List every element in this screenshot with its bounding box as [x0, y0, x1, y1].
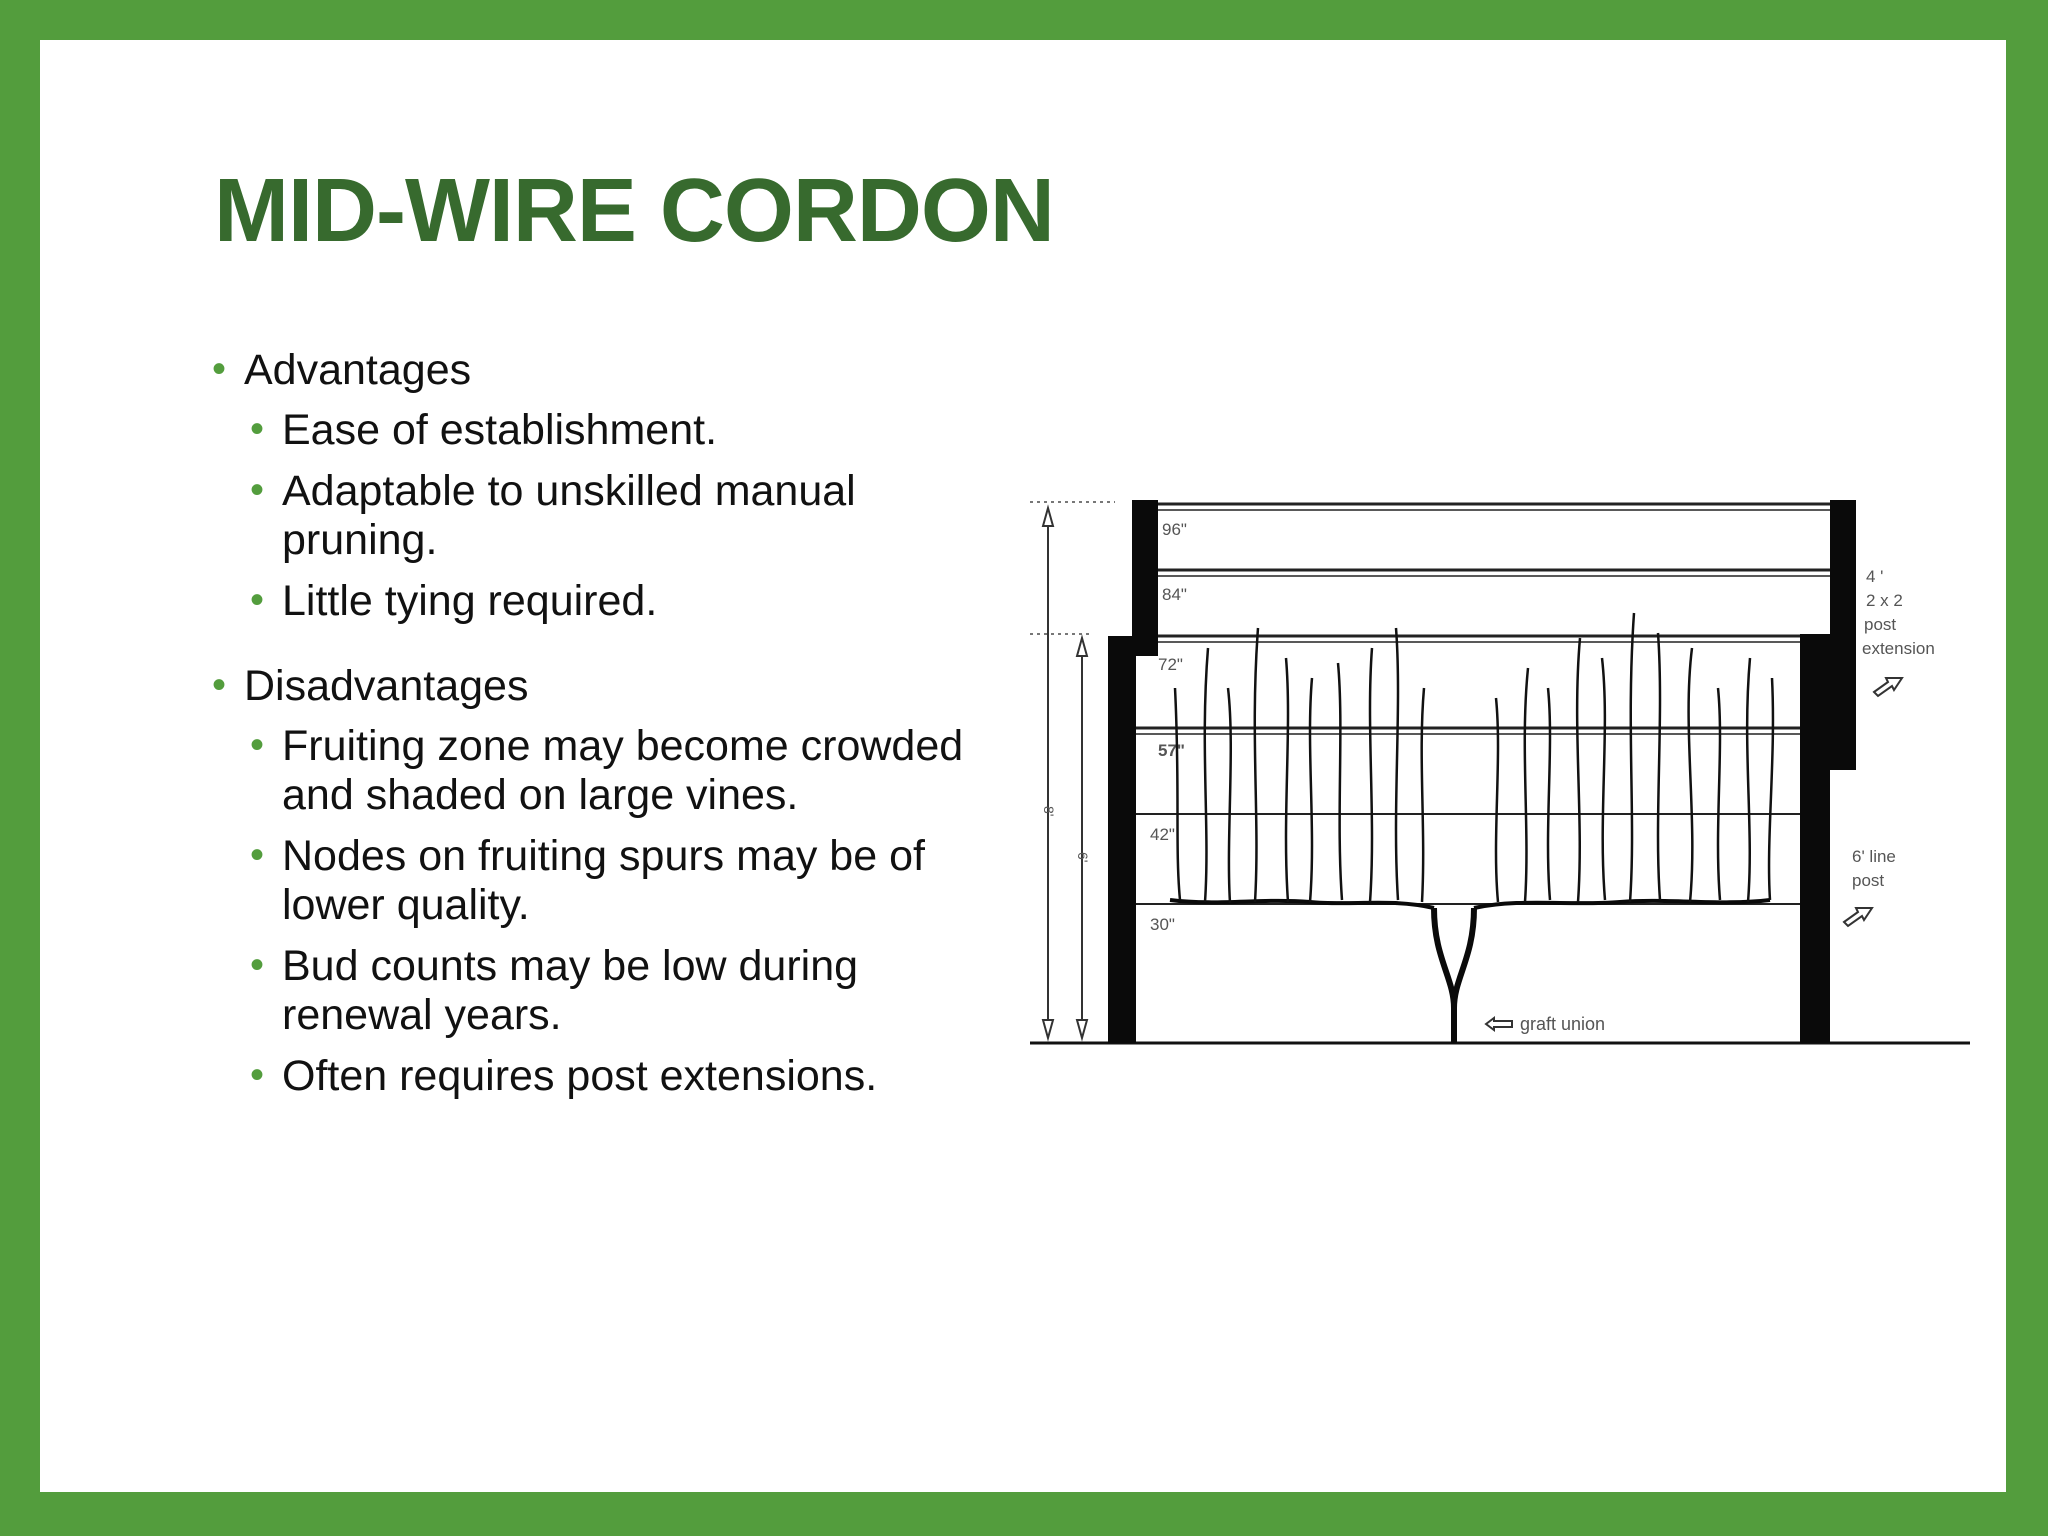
- slide-title: MID-WIRE CORDON: [214, 161, 1055, 261]
- bullet-disadvantages: • Disadvantages: [212, 662, 992, 710]
- post-extension-label-2: 2 x 2: [1866, 591, 1903, 610]
- bullet-dot: •: [250, 578, 265, 622]
- wire-label-42: 42": [1150, 825, 1175, 844]
- cordon-arm-right: [1473, 898, 1771, 910]
- wire-label-84: 84": [1162, 585, 1187, 604]
- label-6ft: 6': [1075, 852, 1091, 862]
- post-extension-right: [1830, 500, 1856, 770]
- post-extension-label-4: extension: [1862, 639, 1935, 658]
- bullet-dot: •: [250, 407, 265, 451]
- wire-label-57: 57": [1158, 741, 1185, 760]
- slide: MID-WIRE CORDON • Advantages • Ease of est…: [40, 40, 2006, 1492]
- advantages-heading: Advantages: [244, 346, 472, 394]
- graft-union-label: graft union: [1520, 1014, 1605, 1034]
- line-post-left: [1108, 636, 1136, 1043]
- post-extension-label-1: 4 ': [1866, 567, 1883, 586]
- trellis-diagram: 8' 6' 96" 84" 72" 57" 42" 30": [1030, 500, 1970, 1045]
- graft-union-arrow-icon: [1484, 1016, 1513, 1032]
- disadvantage-item: • Fruiting zone may become crowded and sh…: [250, 722, 992, 820]
- post-extension-left: [1132, 500, 1158, 656]
- wire-label-30: 30": [1150, 915, 1175, 934]
- disadvantage-item: • Bud counts may be low during renewal ye…: [250, 942, 992, 1040]
- advantage-item: • Adaptable to unskilled manual pruning.: [250, 467, 992, 565]
- post-extension-arrow-icon: [1872, 677, 1904, 698]
- wire-label-96: 96": [1162, 520, 1187, 539]
- disadvantage-item: • Often requires post extensions.: [250, 1052, 992, 1101]
- bullet-dot: •: [212, 663, 227, 707]
- disadvantage-text: Often requires post extensions.: [282, 1052, 878, 1100]
- advantage-text: Adaptable to unskilled manual pruning.: [282, 467, 856, 564]
- line-post-label-2: post: [1852, 871, 1884, 890]
- vine-shoots: [1173, 612, 1775, 904]
- bullet-list: • Advantages • Ease of establishment. • Ada…: [212, 336, 992, 1101]
- disadvantages-heading: Disadvantages: [244, 662, 529, 710]
- bullet-dot: •: [250, 468, 265, 512]
- disadvantage-text: Fruiting zone may become crowded and sha…: [282, 722, 964, 819]
- line-post-right: [1800, 634, 1830, 1043]
- line-post-arrow-icon: [1842, 907, 1874, 928]
- disadvantage-text: Bud counts may be low during renewal yea…: [282, 942, 859, 1039]
- trellis-wires: [1136, 502, 1830, 905]
- advantage-item: • Ease of establishment.: [250, 406, 992, 455]
- bullet-dot: •: [212, 347, 227, 391]
- bullet-dot: •: [250, 833, 265, 877]
- advantage-text: Little tying required.: [282, 577, 658, 625]
- label-8ft: 8': [1041, 806, 1057, 816]
- dimension-6ft: [1075, 634, 1089, 1042]
- bullet-dot: •: [250, 1053, 265, 1097]
- wire-label-72: 72": [1158, 655, 1183, 674]
- dimension-8ft: [1041, 504, 1055, 1042]
- disadvantage-item: • Nodes on fruiting spurs may be of lower…: [250, 832, 992, 930]
- line-post-label-1: 6' line: [1852, 847, 1896, 866]
- advantage-item: • Little tying required.: [250, 577, 992, 626]
- advantage-text: Ease of establishment.: [282, 406, 718, 454]
- post-extension-label-3: post: [1864, 615, 1896, 634]
- disadvantage-text: Nodes on fruiting spurs may be of lower …: [282, 832, 925, 929]
- bullet-advantages: • Advantages: [212, 346, 992, 394]
- vine-trunk: [1431, 907, 1477, 1043]
- bullet-dot: •: [250, 723, 265, 767]
- bullet-dot: •: [250, 943, 265, 987]
